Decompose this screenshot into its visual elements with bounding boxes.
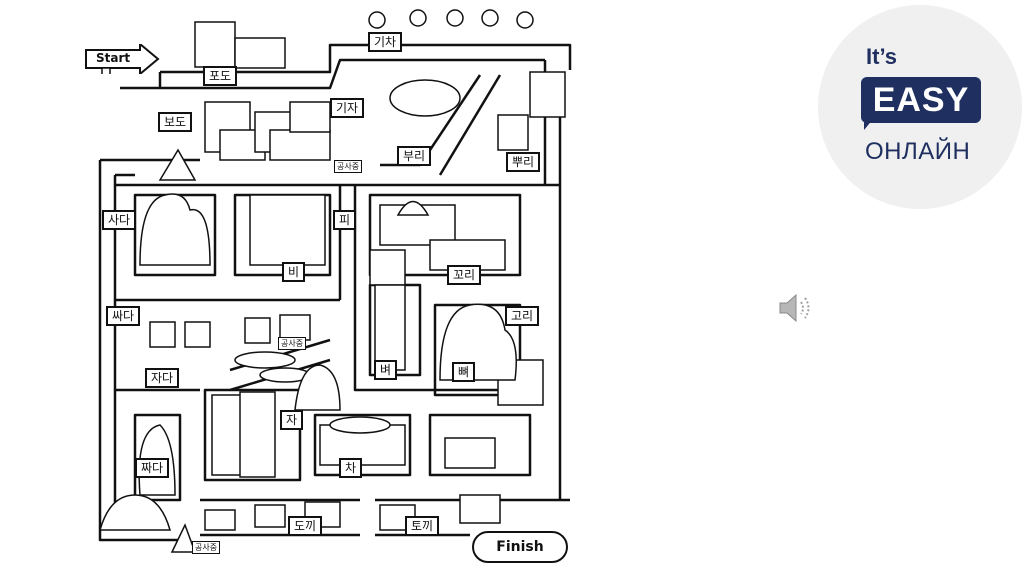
sign-ppuri: 뿌리 bbox=[506, 152, 541, 172]
sign-cha: 차 bbox=[339, 458, 363, 478]
logo-sub: ОНЛАЙН bbox=[865, 138, 971, 165]
finish-label: Finish bbox=[472, 531, 568, 563]
sign-tokki: 토끼 bbox=[405, 516, 440, 536]
logo-bubble-tail bbox=[864, 118, 874, 130]
sign-gija: 기자 bbox=[330, 98, 365, 118]
sign-ja: 자 bbox=[280, 410, 304, 430]
sign-podo: 포도 bbox=[203, 66, 238, 86]
sign-construction-3: 공사중 bbox=[192, 541, 221, 554]
sign-byeo: 벼 bbox=[374, 360, 398, 380]
sign-bodo: 보도 bbox=[158, 112, 193, 132]
sign-buri: 부리 bbox=[397, 146, 432, 166]
sign-dokki: 도끼 bbox=[288, 516, 323, 536]
sign-kkori: 꼬리 bbox=[447, 265, 482, 285]
sign-sada: 사다 bbox=[102, 210, 137, 230]
sign-gori: 고리 bbox=[505, 306, 540, 326]
logo-easy: EASY bbox=[861, 77, 981, 123]
sign-bi: 비 bbox=[282, 262, 306, 282]
sign-construction-2: 공사중 bbox=[278, 337, 307, 350]
sign-jada: 자다 bbox=[145, 368, 180, 388]
start-arrow-icon bbox=[85, 44, 160, 74]
speaker-icon[interactable] bbox=[776, 292, 816, 324]
sign-jjada: 짜다 bbox=[135, 458, 170, 478]
sign-ssada: 싸다 bbox=[106, 306, 141, 326]
start-label: Start bbox=[96, 51, 131, 65]
sign-ppyeo: 뼈 bbox=[452, 362, 476, 382]
sign-construction-1: 공사중 bbox=[334, 160, 363, 173]
logo-its: It’s bbox=[866, 44, 897, 69]
sign-pi: 피 bbox=[333, 210, 357, 230]
sign-gicha: 기차 bbox=[368, 32, 403, 52]
